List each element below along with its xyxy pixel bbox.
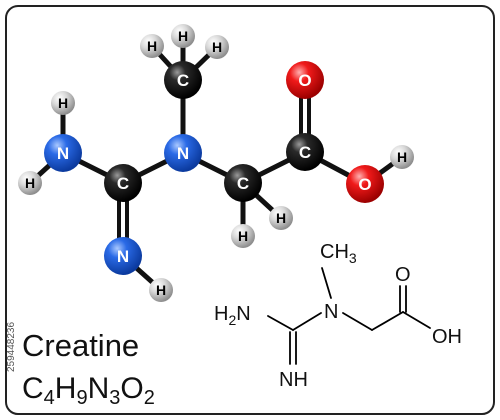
skeletal-labels: CH3 N H2N NH O OH	[214, 241, 462, 391]
skeletal-ch3-label: CH3	[320, 241, 357, 266]
atom-n-amine: N	[44, 134, 82, 172]
atom-n-center: N	[164, 134, 202, 172]
skeletal-bond-n-ch2	[342, 312, 373, 331]
atom-o-carbonyl-label: O	[298, 71, 311, 90]
skeletal-bond-h2n-c	[267, 315, 294, 331]
atom-h-top-mid-label: H	[178, 28, 188, 44]
atom-o-hydroxyl-label: O	[358, 175, 371, 194]
atoms-3d: H H H H H H H H	[18, 24, 414, 302]
atom-o-carbonyl: O	[286, 61, 324, 99]
skeletal-formula	[267, 267, 431, 365]
skeletal-ch3-sub: 3	[349, 250, 357, 266]
formula-h-sub: 9	[76, 387, 87, 409]
atom-n-imine-label: N	[117, 247, 129, 266]
atom-h-top-right: H	[205, 35, 229, 59]
atom-h-methylene-a: H	[231, 224, 255, 248]
formula-o-sub: 2	[144, 387, 155, 409]
atom-c-guanidine-label: C	[117, 174, 129, 193]
skeletal-nh-label: NH	[279, 369, 308, 391]
atom-h-methylene-a-label: H	[238, 228, 248, 244]
skeletal-h2n-label: H2N	[214, 303, 251, 328]
atom-h-hydroxyl-label: H	[397, 149, 407, 165]
formula-h: H	[55, 372, 77, 405]
atom-h-top-right-label: H	[212, 39, 222, 55]
atom-c-methylene-label: C	[237, 174, 249, 193]
stock-id: 259448236	[6, 322, 17, 372]
diagram-border	[5, 5, 495, 415]
atom-c-carboxyl-label: C	[299, 143, 311, 162]
formula-c: C	[22, 372, 44, 405]
formula-n: N	[88, 372, 110, 405]
atom-n-amine-label: N	[57, 144, 69, 163]
skeletal-bond-c-n	[292, 312, 322, 331]
atom-c-carboxyl: C	[286, 133, 324, 171]
atom-h-imine-label: H	[156, 282, 166, 298]
skeletal-h2n-h: H	[214, 303, 228, 325]
atom-h-methylene-b-label: H	[276, 210, 286, 226]
atom-c-guanidine: C	[104, 164, 142, 202]
formula-o: O	[120, 372, 143, 405]
skeletal-bond-cacid-oh	[402, 311, 431, 329]
skeletal-oh-label: OH	[432, 326, 462, 348]
atom-h-top-left-label: H	[147, 38, 157, 54]
atom-h-hydroxyl: H	[390, 145, 414, 169]
atom-c-methylene: C	[224, 164, 262, 202]
formula-n-sub: 3	[109, 387, 120, 409]
atom-h-methylene-b: H	[269, 206, 293, 230]
atom-h-amine-top-label: H	[58, 95, 68, 111]
atom-h-amine-top: H	[51, 91, 75, 115]
formula-c-sub: 4	[44, 387, 55, 409]
skeletal-h2n-sub: 2	[228, 312, 236, 328]
atom-o-hydroxyl: O	[346, 165, 384, 203]
atom-h-amine-left: H	[18, 171, 42, 195]
skeletal-o-label: O	[395, 264, 411, 286]
skeletal-h2n-n: N	[236, 303, 250, 325]
molecular-formula: C4H9N3O2	[22, 372, 155, 409]
atom-n-center-label: N	[177, 144, 189, 163]
atom-h-top-left: H	[140, 34, 164, 58]
skeletal-bond-n-ch3	[321, 267, 332, 299]
skeletal-n-label: N	[324, 301, 338, 323]
atom-h-imine: H	[149, 278, 173, 302]
atom-c-methyl: C	[164, 61, 202, 99]
compound-name: Creatine	[22, 328, 139, 363]
atom-c-methyl-label: C	[177, 71, 189, 90]
atom-h-top-mid: H	[171, 24, 195, 48]
skeletal-ch3-text: CH	[320, 241, 349, 263]
skeletal-bond-ch2-cacid	[371, 311, 404, 331]
atom-n-imine: N	[104, 237, 142, 275]
atom-h-amine-left-label: H	[25, 175, 35, 191]
